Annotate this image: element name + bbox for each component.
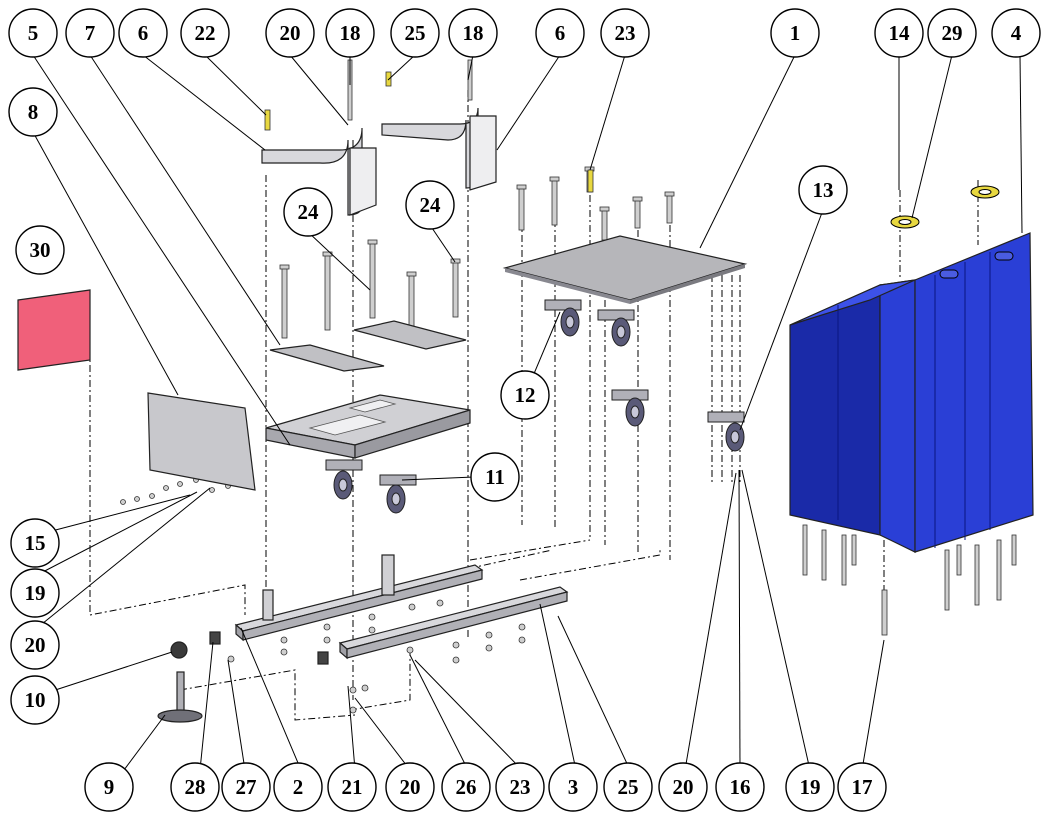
balloon-label: 2 (293, 775, 304, 799)
balloon-26: 26 (441, 762, 491, 812)
balloon-20b: 20 (10, 620, 60, 670)
balloon-27: 27 (221, 762, 271, 812)
balloon-23b: 23 (495, 762, 545, 812)
balloon-label: 7 (85, 21, 96, 45)
balloon-3: 3 (548, 762, 598, 812)
balloon-10: 10 (10, 675, 60, 725)
bracket-parts (269, 320, 467, 372)
balloon-6b: 6 (535, 8, 585, 58)
balloon-2: 2 (273, 762, 323, 812)
balloon-label: 22 (195, 21, 216, 45)
balloon-8: 8 (8, 87, 58, 137)
balloon-label: 28 (185, 775, 206, 799)
balloon-label: 15 (25, 531, 46, 555)
back-plate-part (147, 392, 256, 491)
balloon-28: 28 (170, 762, 220, 812)
balloon-label: 20 (25, 633, 46, 657)
balloon-label: 6 (138, 21, 149, 45)
balloon-label: 6 (555, 21, 566, 45)
balloon-20c: 20 (385, 762, 435, 812)
balloon-label: 25 (405, 21, 426, 45)
balloon-label: 19 (800, 775, 821, 799)
balloon-label: 20 (280, 21, 301, 45)
flag-part (17, 289, 91, 371)
balloon-5: 5 (8, 8, 58, 58)
balloon-label: 24 (298, 200, 320, 224)
balloon-callouts: 5 7 6 22 20 18 25 18 6 23 1 14 29 4 8 24… (8, 8, 1041, 812)
balloon-label: 30 (30, 238, 51, 262)
blue-tank-part (789, 185, 1034, 553)
balloon-24b: 24 (405, 180, 455, 230)
leader-lines (32, 54, 1023, 771)
balloon-16: 16 (715, 762, 765, 812)
balloon-13: 13 (798, 165, 848, 215)
balloon-25: 25 (390, 8, 440, 58)
balloon-label: 8 (28, 100, 39, 124)
balloon-label: 19 (25, 581, 46, 605)
balloon-24: 24 (283, 187, 333, 237)
fasteners (120, 59, 1017, 714)
top-plate-part (502, 235, 748, 304)
balloon-4: 4 (991, 8, 1041, 58)
balloon-label: 1 (790, 21, 801, 45)
balloon-1: 1 (770, 8, 820, 58)
balloon-label: 11 (485, 465, 505, 489)
balloon-label: 29 (942, 21, 963, 45)
balloon-12: 12 (500, 370, 550, 420)
frame-rail-parts (234, 554, 569, 660)
balloon-label: 20 (400, 775, 421, 799)
balloon-19: 19 (10, 568, 60, 618)
balloon-23: 23 (600, 8, 650, 58)
balloon-label: 24 (420, 193, 442, 217)
foot-and-caps (157, 631, 329, 723)
balloon-label: 14 (889, 21, 911, 45)
balloon-label: 4 (1011, 21, 1022, 45)
balloon-label: 25 (618, 775, 639, 799)
balloon-18: 18 (325, 8, 375, 58)
handle-parts (261, 107, 497, 216)
balloon-label: 5 (28, 21, 39, 45)
balloon-label: 18 (463, 21, 484, 45)
balloon-label: 10 (25, 688, 46, 712)
balloon-22: 22 (180, 8, 230, 58)
balloon-17: 17 (837, 762, 887, 812)
balloon-14: 14 (874, 8, 924, 58)
balloon-21: 21 (327, 762, 377, 812)
balloon-label: 20 (673, 775, 694, 799)
balloon-20: 20 (265, 8, 315, 58)
base-tray-part (265, 394, 471, 459)
balloon-20d: 20 (658, 762, 708, 812)
balloon-label: 13 (813, 178, 834, 202)
balloon-6: 6 (118, 8, 168, 58)
balloon-9: 9 (84, 762, 134, 812)
balloon-15: 15 (10, 518, 60, 568)
balloon-29: 29 (927, 8, 977, 58)
balloon-label: 12 (515, 383, 536, 407)
balloon-label: 9 (104, 775, 115, 799)
balloon-25b: 25 (603, 762, 653, 812)
balloon-label: 27 (236, 775, 257, 799)
balloon-19b: 19 (785, 762, 835, 812)
balloon-30: 30 (15, 225, 65, 275)
balloon-label: 23 (615, 21, 636, 45)
balloon-label: 3 (568, 775, 579, 799)
balloon-label: 17 (852, 775, 873, 799)
balloon-7: 7 (65, 8, 115, 58)
balloon-18b: 18 (448, 8, 498, 58)
balloon-label: 23 (510, 775, 531, 799)
caster-wheels (325, 299, 745, 514)
balloon-label: 16 (730, 775, 751, 799)
balloon-11: 11 (470, 452, 520, 502)
balloon-label: 18 (340, 21, 361, 45)
balloon-label: 21 (342, 775, 363, 799)
balloon-label: 26 (456, 775, 477, 799)
